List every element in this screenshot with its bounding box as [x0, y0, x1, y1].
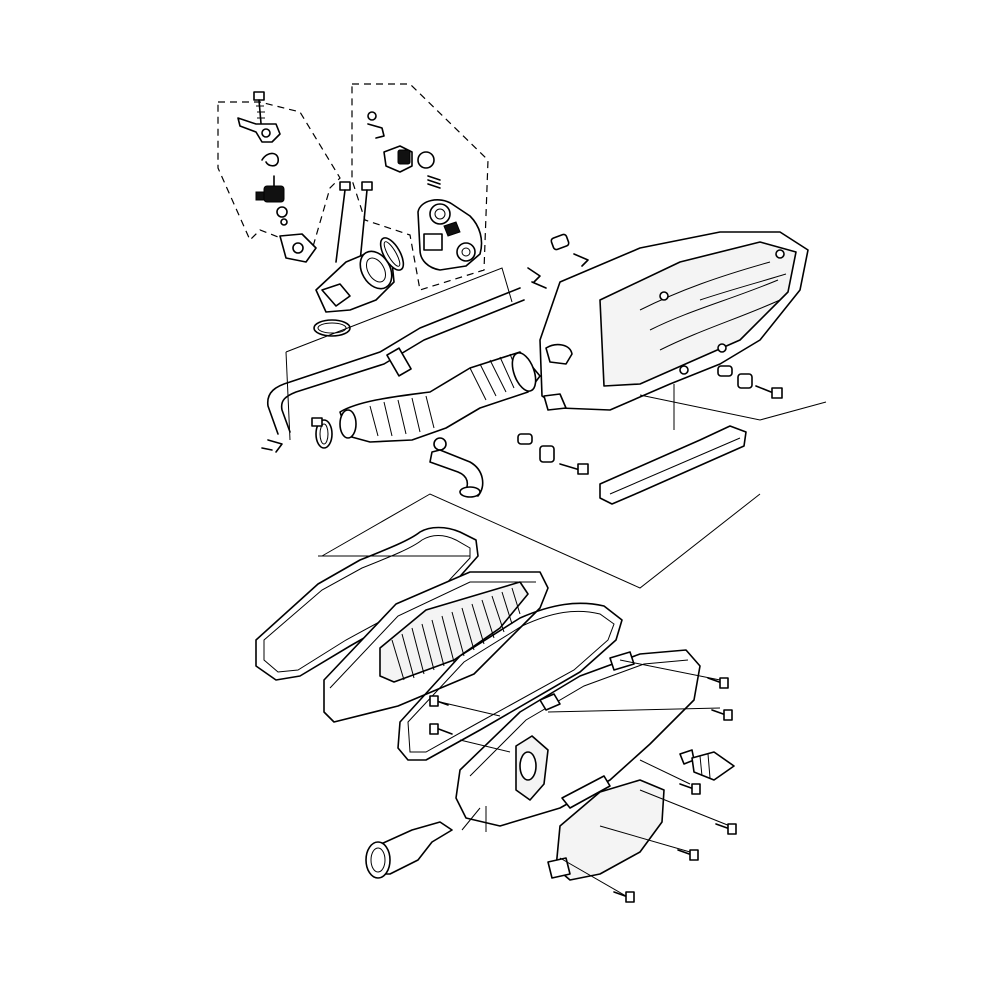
case-outline-line [639, 384, 827, 430]
long-bolt-left [335, 181, 351, 263]
case-grommet-top [550, 233, 589, 267]
breather-tube [266, 287, 525, 435]
hose-clip-small [261, 152, 279, 167]
throttle-screw [367, 111, 385, 139]
connecting-duct [339, 351, 541, 443]
sensor-bracket [237, 117, 281, 143]
duct-clamp [311, 417, 333, 449]
cover-screw-4 [429, 723, 453, 735]
sensor-mount-plate [279, 233, 317, 263]
cover-screw-2 [711, 709, 733, 721]
drain-elbow-hose [429, 437, 484, 498]
throttle-body [417, 199, 483, 271]
air-cleaner-cover [455, 649, 701, 827]
idle-air-control-valve [383, 145, 441, 189]
case-grommet-lower [517, 433, 589, 475]
sensor-group-outline [217, 101, 341, 251]
air-cleaner-case [539, 231, 809, 411]
cover-lower-panel [547, 779, 665, 881]
cover-screw-6 [715, 823, 737, 835]
case-seal-strip [599, 425, 747, 505]
cover-screw-1 [707, 677, 729, 689]
cover-screw-3 [429, 695, 449, 707]
manifold-o-ring [313, 319, 351, 337]
cover-leader-lines [439, 659, 731, 897]
breather-tube-clip [261, 439, 283, 453]
clip-small-center [527, 267, 547, 289]
case-grommet-right [717, 365, 783, 399]
long-bolt-right [359, 181, 373, 263]
manifold-clamp [379, 237, 405, 271]
drain-plug [679, 749, 735, 781]
cover-screw-7 [677, 849, 699, 861]
map-sensor [255, 175, 288, 226]
air-filter-element [323, 571, 549, 723]
cover-screw-8 [613, 891, 635, 903]
cover-screw-5 [679, 783, 701, 795]
intake-snorkel [365, 821, 453, 879]
filter-leader-lines [318, 493, 761, 589]
